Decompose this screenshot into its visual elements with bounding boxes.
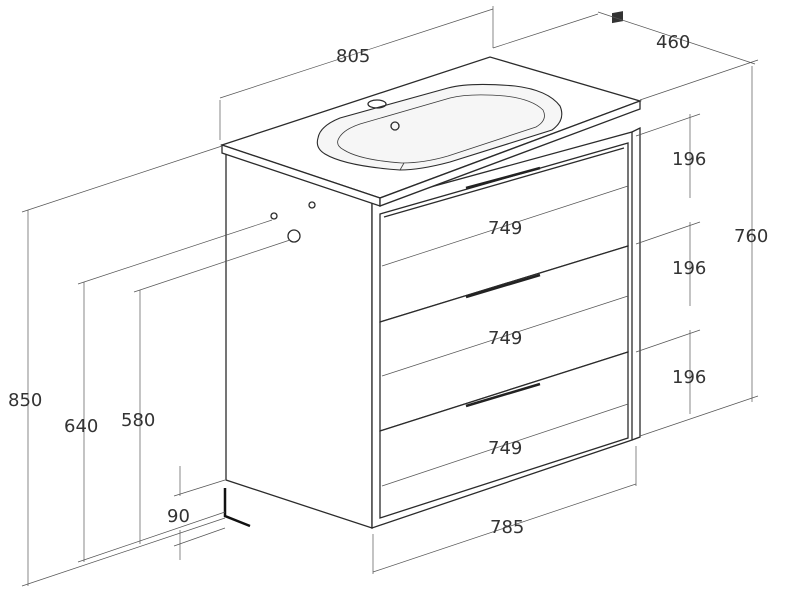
dim-body-width: 785 [490, 517, 524, 538]
drawer-3 [379, 351, 629, 519]
dim-drawer-width-1: 749 [488, 218, 522, 239]
side-pipe-holes [270, 201, 316, 243]
dim-top-width: 805 [336, 46, 370, 67]
side-panel [225, 151, 373, 529]
tap-hole-icon [367, 99, 387, 109]
dim-drawer-height-2: 196 [672, 258, 706, 279]
pipe-hole-icon [287, 229, 301, 243]
drawer-1 [379, 142, 629, 323]
dim-drawer-width-2: 749 [488, 328, 522, 349]
dim-drawer-width-3: 749 [488, 438, 522, 459]
dim-depth: 460 [656, 32, 690, 53]
basin-inner [337, 94, 545, 164]
pipe-hole-icon [308, 201, 316, 209]
drawer-handle-3 [465, 382, 541, 408]
dim-drawer-height-1: 196 [672, 149, 706, 170]
dim-pipe-height-580: 580 [121, 410, 155, 431]
drawer-handle-2 [465, 273, 541, 299]
dim-front-height: 760 [734, 226, 768, 247]
dimension-labels: 805 460 760 196 196 196 749 749 749 785 … [8, 32, 768, 538]
dimension-lines [21, 6, 759, 587]
basin-outer [316, 83, 563, 171]
dim-total-height: 850 [8, 390, 42, 411]
pipe-hole-icon [270, 212, 278, 220]
drawer-handle-1 [465, 166, 541, 190]
countertop [219, 11, 643, 207]
dim-drawer-height-3: 196 [672, 367, 706, 388]
overflow-hole-icon [390, 121, 400, 131]
dim-plinth-height: 90 [167, 506, 190, 527]
dim-pipe-height-640: 640 [64, 416, 98, 437]
brand-badge [612, 11, 623, 24]
wall-corner-marker [223, 488, 251, 528]
